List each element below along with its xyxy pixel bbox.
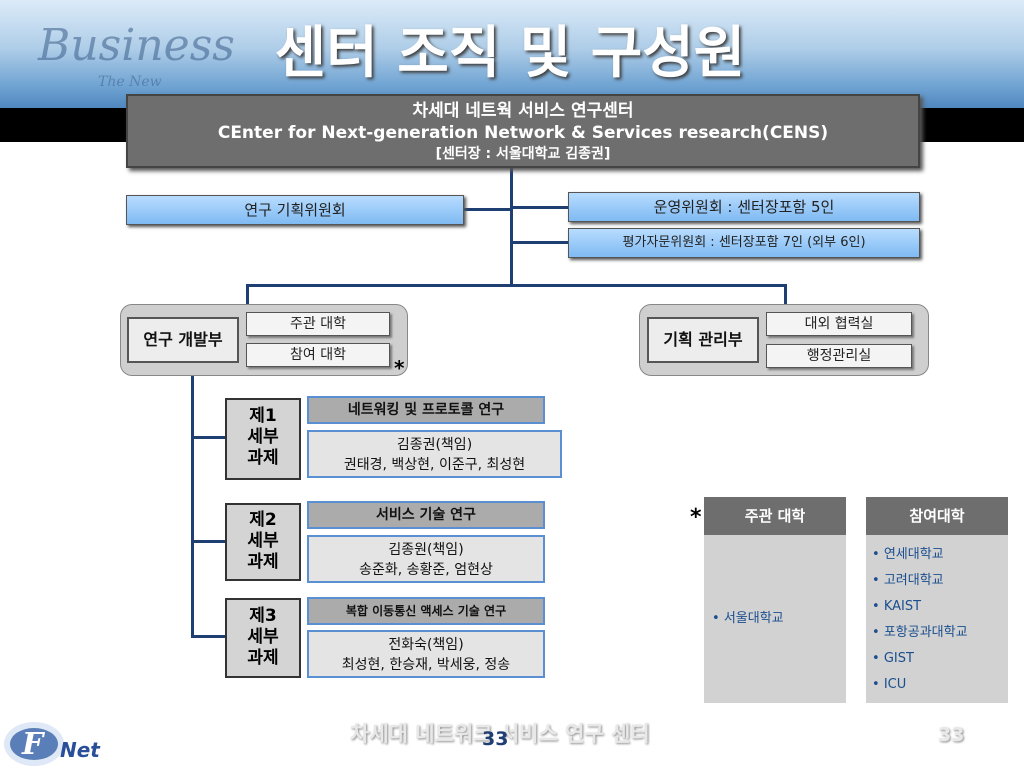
operating-committee: 운영위원회 : 센터장포함 5인 — [568, 192, 920, 222]
task-1-label: 제1 세부 과제 — [225, 398, 301, 480]
fnet-logo-icon: F — [4, 722, 64, 766]
task-1-topic: 네트워킹 및 프로토콜 연구 — [307, 396, 545, 424]
participating-university-box: 참여 대학 — [246, 343, 390, 367]
connector-operating — [511, 206, 569, 209]
task-2-label: 제2 세부 과제 — [225, 503, 301, 581]
participating-university-list: • 연세대학교 • 고려대학교 • KAIST • 포항공과대학교 • GIST… — [866, 535, 1008, 703]
task-1-members-box: 김종권(책임) 권태경, 백상현, 이준구, 최성현 — [307, 430, 562, 478]
center-box: 차세대 네트웍 서비스 연구센터 CEnter for Next-generat… — [126, 94, 920, 168]
participating-university-item: • 포항공과대학교 — [872, 625, 968, 640]
rnd-asterisk: * — [394, 356, 405, 380]
task-3-topic: 복합 이동통신 액세스 기술 연구 — [307, 597, 545, 625]
center-director: [센터장 : 서울대학교 김종권] — [435, 146, 611, 162]
participating-university-item: • GIST — [872, 651, 914, 666]
fnet-logo-text: Net — [60, 738, 100, 762]
external-cooperation-office: 대외 협력실 — [766, 312, 912, 336]
participating-university-item: • 연세대학교 — [872, 547, 944, 562]
connector-planning-drop — [784, 284, 787, 306]
svg-text:F: F — [21, 727, 46, 762]
rnd-department-label: 연구 개발부 — [127, 317, 239, 363]
connector-task3 — [191, 635, 225, 638]
participating-university-item: • ICU — [872, 677, 907, 692]
business-watermark-logo: Business — [38, 20, 235, 71]
page-number-center: 33 — [482, 728, 509, 750]
header-background — [0, 0, 1024, 108]
task-3-members-box: 전화숙(책임) 최성현, 한승재, 박세웅, 정송 — [307, 630, 545, 678]
connector-task1 — [191, 436, 225, 439]
host-university-header: 주관 대학 — [704, 497, 846, 535]
planning-department-label: 기획 관리부 — [647, 317, 759, 363]
participating-university-item: • KAIST — [872, 599, 922, 614]
task-3-label: 제3 세부 과제 — [225, 598, 301, 678]
task-2-lead: 김종원(책임) — [388, 542, 464, 558]
slide-title: 센터 조직 및 구성원 — [274, 21, 746, 86]
host-university-item: • 서울대학교 — [712, 611, 784, 626]
business-watermark-sub: The New — [98, 74, 162, 90]
task-3-lead: 전화숙(책임) — [388, 637, 464, 653]
connector-horizontal-departments — [246, 284, 786, 287]
task-1-lead: 김종권(책임) — [396, 437, 473, 453]
participating-university-item: • 고려대학교 — [872, 573, 944, 588]
fnet-logo: F — [0, 716, 120, 768]
connector-evaluation — [511, 241, 569, 244]
center-name-english: CEnter for Next-generation Network & Ser… — [217, 123, 829, 143]
connector-task2 — [191, 540, 225, 543]
footer-center-name: 차세대 네트워크 서비스 연구 센터 — [350, 722, 650, 746]
task-2-members-box: 김종원(책임) 송준화, 송황준, 엄현상 — [307, 535, 545, 583]
host-university-box: 주관 대학 — [246, 312, 390, 336]
administration-office: 행정관리실 — [766, 344, 912, 368]
task-2-topic: 서비스 기술 연구 — [307, 501, 545, 529]
table-asterisk: * — [690, 505, 702, 530]
connector-main-vertical — [510, 168, 513, 286]
task-2-members: 송준화, 송황준, 엄현상 — [359, 562, 493, 578]
page-number-right: 33 — [938, 724, 965, 746]
research-planning-committee: 연구 기획위원회 — [126, 195, 464, 225]
host-university-list: • 서울대학교 — [704, 535, 846, 703]
participating-university-header: 참여대학 — [866, 497, 1008, 535]
center-name-korean: 차세대 네트웍 서비스 연구센터 — [412, 101, 634, 121]
connector-tasks-vertical — [191, 376, 194, 638]
evaluation-committee: 평가자문위원회 : 센터장포함 7인 (외부 6인) — [568, 228, 920, 258]
connector-rnd-drop — [246, 284, 249, 306]
task-1-members: 권태경, 백상현, 이준구, 최성현 — [343, 457, 526, 473]
connector-research-planning — [463, 208, 511, 211]
task-3-members: 최성현, 한승재, 박세웅, 정송 — [341, 657, 511, 673]
